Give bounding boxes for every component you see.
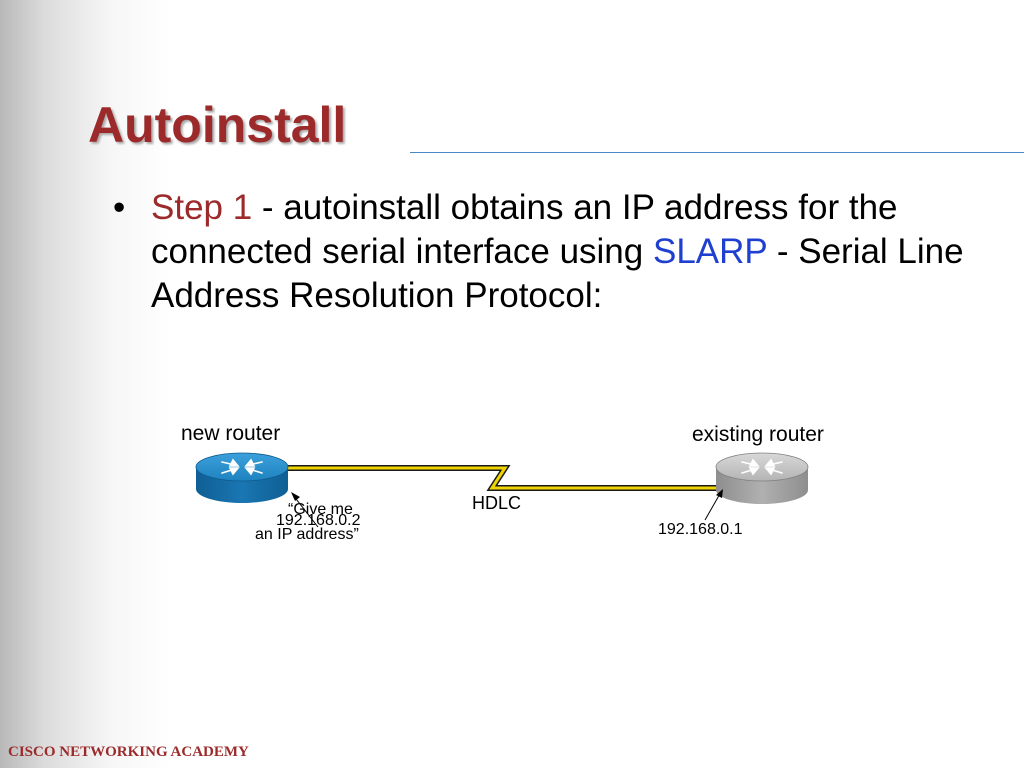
slide-title: Autoinstall xyxy=(88,97,347,153)
bullet-marker: • xyxy=(113,188,126,227)
hdlc-link xyxy=(280,465,720,491)
title-divider xyxy=(410,152,1024,153)
bullet-text-part1: - autoinstall obtains an IP address for … xyxy=(151,188,898,271)
footer-brand: CISCO NETWORKING ACADEMY xyxy=(8,744,249,760)
existing-router-ip-pointer xyxy=(704,489,723,521)
ip-request-line1: “Give me xyxy=(288,501,353,518)
new-router-icon xyxy=(195,452,289,503)
existing-router-icon xyxy=(715,452,809,504)
bullet-text-part2: - Serial Line Address Resolution Protoco… xyxy=(151,232,964,315)
new-router-ip-pointer xyxy=(291,492,319,528)
new-router-label: new router xyxy=(181,422,281,445)
ip-request-line2: an IP address” xyxy=(255,526,359,543)
existing-router-ip: 192.168.0.1 xyxy=(658,521,743,538)
bullet-text: Step 1 - autoinstall obtains an IP addre… xyxy=(151,186,981,318)
step-label: Step 1 xyxy=(151,188,253,227)
protocol-name: SLARP xyxy=(652,232,768,271)
link-label: HDLC xyxy=(472,493,522,513)
existing-router-label: existing router xyxy=(692,423,824,446)
new-router-ip: 192.168.0.2 xyxy=(276,512,361,529)
